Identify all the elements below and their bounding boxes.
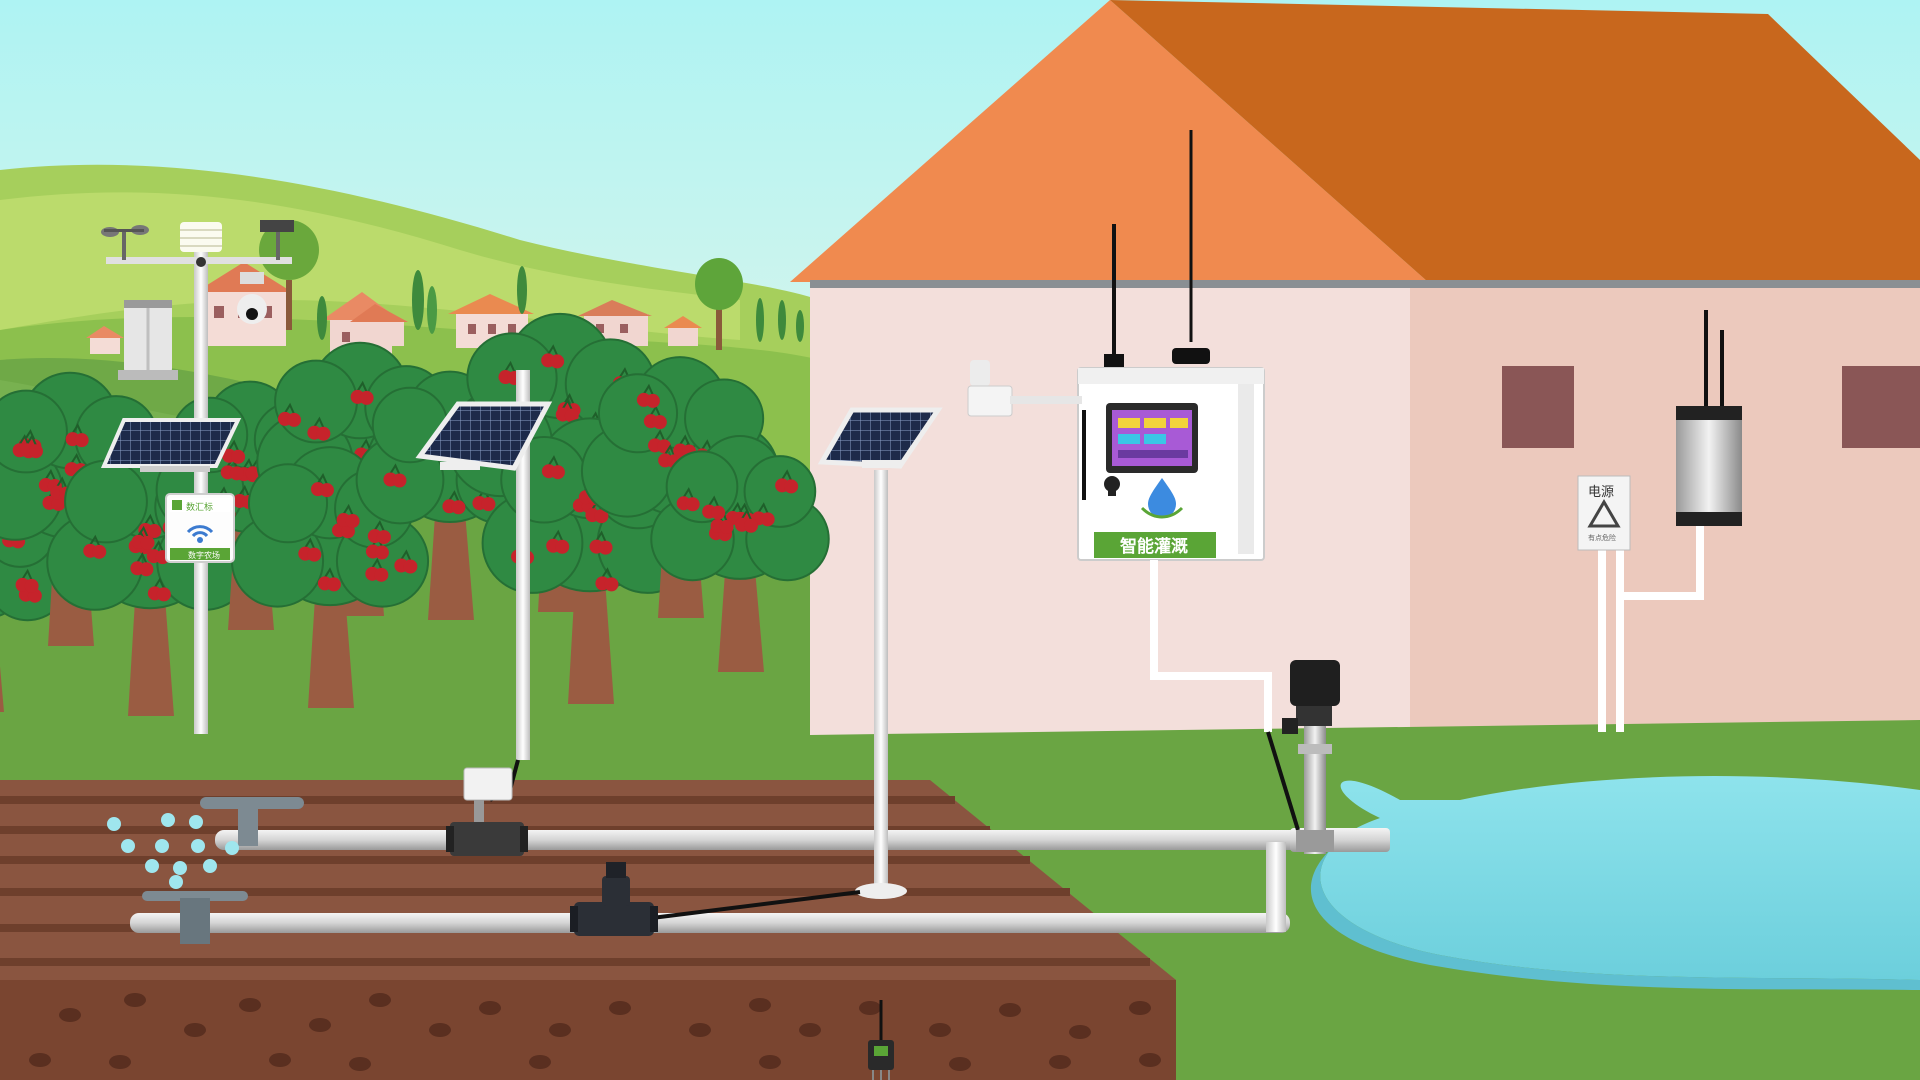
controller-badge-text: 智能灌溉 bbox=[1120, 536, 1188, 557]
cherry bbox=[676, 487, 700, 512]
cherry bbox=[310, 473, 334, 498]
power-sign-title: 电源 bbox=[1588, 485, 1614, 500]
cherry bbox=[589, 530, 613, 555]
cherry bbox=[19, 434, 43, 459]
cherry bbox=[636, 383, 660, 408]
tree-trunk bbox=[128, 584, 174, 716]
cherry bbox=[83, 534, 107, 559]
tree-trunk bbox=[428, 500, 474, 620]
cherry bbox=[595, 567, 619, 592]
upper-pipe bbox=[215, 830, 1390, 850]
cherry bbox=[702, 495, 726, 520]
tree-trunk bbox=[568, 566, 614, 704]
cherry bbox=[541, 455, 565, 480]
cherry bbox=[307, 416, 331, 441]
lock-icon bbox=[1104, 476, 1120, 496]
tree-canopy bbox=[597, 373, 679, 454]
window-2 bbox=[1842, 366, 1920, 448]
house-side-wall bbox=[1410, 282, 1920, 738]
touchscreen-dashboard-icon bbox=[1106, 403, 1198, 473]
cherry bbox=[442, 490, 466, 515]
cherry bbox=[775, 469, 799, 494]
tree-trunk bbox=[718, 558, 764, 672]
cherry bbox=[734, 508, 758, 533]
weather-station: 数汇标 数字农场 bbox=[100, 220, 294, 734]
valve-station-solar bbox=[570, 407, 943, 936]
cherry bbox=[317, 567, 341, 592]
cherry bbox=[42, 486, 66, 511]
roof-front bbox=[790, 0, 1428, 282]
cherry bbox=[131, 525, 155, 550]
pond bbox=[1320, 776, 1920, 980]
roof-side bbox=[1110, 0, 1920, 282]
camera-icon bbox=[237, 272, 267, 324]
tree-round-far-2 bbox=[259, 220, 319, 330]
house-small-5 bbox=[664, 316, 702, 346]
solar-panel-icon bbox=[415, 401, 553, 471]
wind-vane-icon bbox=[260, 220, 294, 260]
cherry bbox=[365, 535, 389, 560]
tree-round-far bbox=[695, 258, 743, 350]
power-sign: 电源 有点危险 bbox=[1577, 475, 1631, 551]
tree-trunk bbox=[0, 666, 4, 712]
solar-panel-icon bbox=[100, 418, 242, 472]
valve-icon bbox=[446, 822, 528, 856]
irrigation-controller-cabinet: 智能灌溉 bbox=[967, 130, 1300, 831]
tree-canopy bbox=[247, 463, 329, 544]
wifi-signal-icon bbox=[186, 525, 214, 543]
cherry bbox=[336, 503, 360, 529]
cherry bbox=[367, 519, 391, 545]
soil-sensor bbox=[868, 1000, 894, 1080]
cherry bbox=[350, 380, 374, 405]
solar-panel-icon bbox=[817, 407, 943, 469]
water-droplets bbox=[107, 813, 239, 889]
meter-icon bbox=[1676, 310, 1742, 526]
pump-icon bbox=[1282, 660, 1340, 854]
weather-station-pole bbox=[194, 236, 208, 734]
cherry bbox=[365, 557, 389, 582]
anemometer-icon bbox=[101, 225, 149, 260]
warning-triangle-icon bbox=[1587, 499, 1621, 528]
cherry bbox=[394, 549, 418, 574]
tree-trunk bbox=[308, 582, 354, 708]
cherry bbox=[710, 509, 734, 534]
cherry bbox=[147, 577, 171, 602]
cherry bbox=[546, 529, 570, 554]
cherry bbox=[65, 423, 89, 448]
sprinkler-head-top bbox=[200, 797, 304, 809]
tree-canopy bbox=[665, 450, 739, 524]
cherry bbox=[15, 568, 39, 593]
tree-canopy bbox=[64, 459, 148, 544]
house-small-2 bbox=[350, 304, 408, 346]
solar-valve-controller bbox=[415, 370, 553, 856]
footer-label: 数字农场 bbox=[188, 550, 220, 560]
sensor-side-unit bbox=[967, 360, 1082, 417]
thermo-shield-icon bbox=[180, 222, 222, 252]
cherry bbox=[298, 537, 322, 562]
rain-gauge-icon bbox=[118, 300, 178, 380]
lower-pipe bbox=[130, 913, 1290, 933]
cherry bbox=[278, 402, 302, 427]
cherry bbox=[220, 456, 244, 481]
power-box: 电源 有点危险 bbox=[1577, 310, 1742, 732]
hydraulic-valve-icon bbox=[570, 862, 658, 936]
datalogger-box: 数汇标 数字农场 bbox=[165, 493, 235, 563]
brand-label: 数汇标 bbox=[186, 501, 213, 513]
cherry bbox=[222, 439, 246, 464]
sprinkler bbox=[107, 797, 304, 944]
sprinkler-head-bottom bbox=[142, 891, 248, 901]
cherry bbox=[130, 552, 154, 577]
cherry bbox=[541, 344, 565, 369]
valve-actuator-box bbox=[463, 767, 513, 824]
cherry bbox=[383, 463, 407, 488]
window-1 bbox=[1502, 366, 1574, 448]
vertical-pipe-connector bbox=[1266, 842, 1286, 932]
water-drop-plant-icon bbox=[1140, 478, 1184, 519]
power-sign-subtitle: 有点危险 bbox=[1588, 533, 1616, 542]
cherry bbox=[555, 398, 579, 423]
